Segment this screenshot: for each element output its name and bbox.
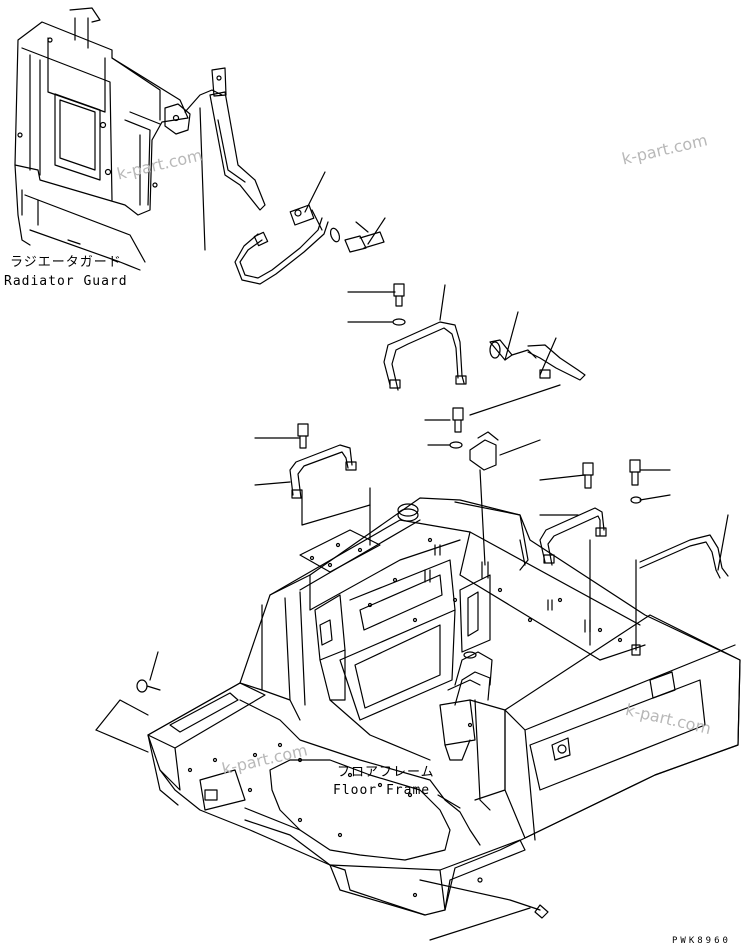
radiator-guard-label-en: Radiator Guard (4, 274, 128, 289)
grab-handle-left (254, 423, 371, 546)
floor-frame-label-jp: フロアフレーム (337, 765, 435, 780)
drawing-code: PWK8960 (672, 936, 731, 946)
radiator-mount-bracket (199, 91, 266, 251)
floor-frame (95, 497, 741, 941)
bolt-right (629, 459, 729, 651)
stay-bracket (469, 311, 586, 416)
radiator-guard-label-jp: ラジエータガード (10, 255, 122, 270)
center-clamp (424, 407, 541, 566)
handrail-upper (234, 171, 329, 285)
grab-handle-right (539, 462, 607, 646)
upper-bolt (329, 217, 386, 253)
floor-frame-label-en: Floor Frame (333, 783, 431, 798)
grab-handle-center (347, 283, 467, 391)
leader-radiator-guard (67, 239, 81, 245)
radiator-guard (14, 7, 227, 271)
